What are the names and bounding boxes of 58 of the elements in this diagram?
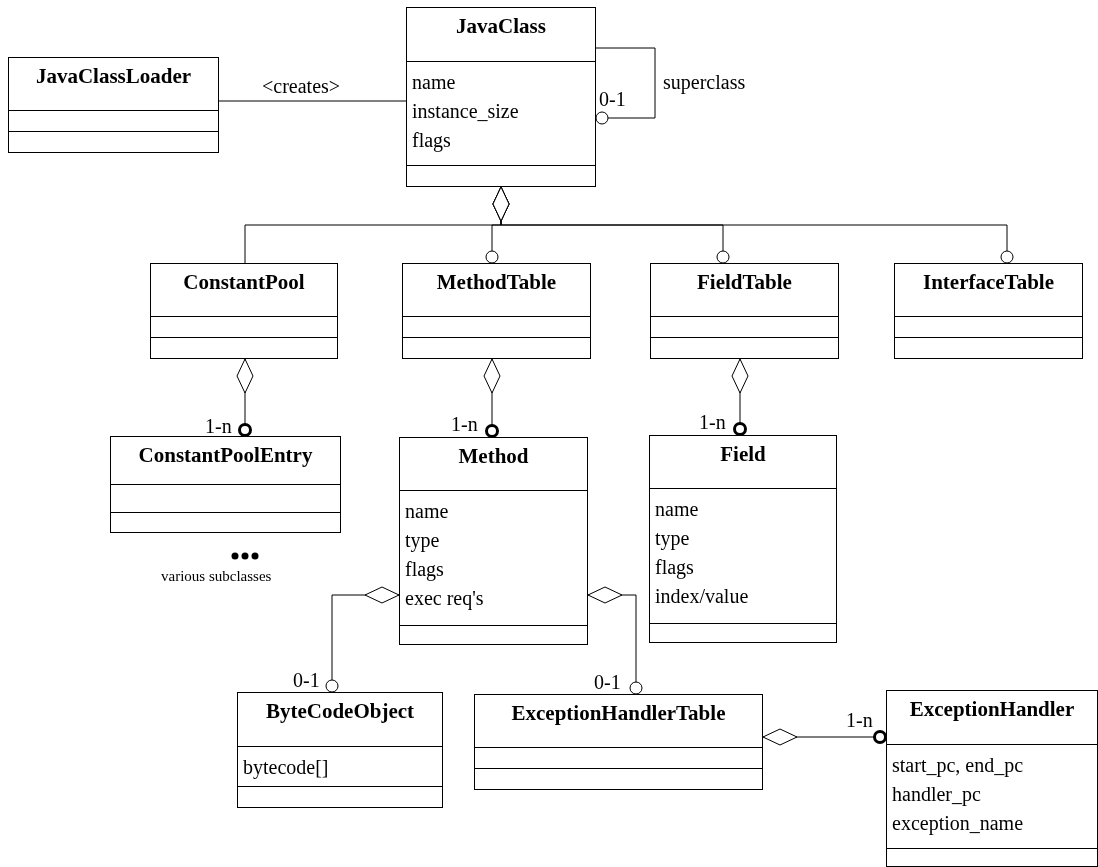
aggregation-line [731,358,749,436]
multiplicity-label: 1-n [846,710,873,730]
class-name: JavaClassLoader [35,64,192,89]
association-line [218,100,407,102]
attribute-text: type [405,528,440,554]
class-box [886,690,1098,867]
class-box [110,436,341,533]
attribute-text: flags [412,128,451,154]
attribute-text: name [655,497,699,522]
aggregation-line [587,586,643,695]
class-name: ByteCodeObject [265,699,415,724]
class-box [406,7,596,187]
aggregation-line [762,728,887,746]
class-box [894,263,1083,359]
class-name: ConstantPool [183,270,305,295]
attribute-text: instance_size [412,99,519,124]
class-box [150,263,338,359]
attribute-text: flags [405,557,444,583]
attribute-text: handler_pc [892,782,981,808]
attribute-text: bytecode[] [243,755,329,781]
attribute-text: type [655,526,690,552]
class-box [237,692,443,808]
attribute-text: name [405,499,449,524]
aggregation-line [483,358,501,438]
attribute-text: flags [655,555,694,581]
class-name: InterfaceTable [922,270,1054,295]
class-box [650,263,839,359]
multiplicity-label: 0-1 [594,672,621,692]
multiplicity-label: 0-1 [293,670,320,690]
class-name: JavaClass [456,14,546,39]
attribute-text: start_pc, end_pc [892,753,1024,779]
attribute-text: exception_name [892,811,1024,837]
class-box [399,437,588,645]
class-box [8,57,219,153]
attribute-text: exec req's [405,586,484,612]
class-name: ExceptionHandler [909,697,1075,722]
aggregation-line [325,586,400,693]
class-name: Field [720,442,766,467]
multiplicity-label: 1-n [205,416,232,436]
class-name: ConstantPoolEntry [138,443,313,468]
class-box [474,694,763,790]
class-box [649,435,837,643]
role-label: superclass [663,72,746,92]
class-name: FieldTable [697,270,792,295]
multiplicity-label: 1-n [699,412,726,432]
note-text: various subclasses [161,569,272,584]
attribute-text: index/value [655,584,749,609]
aggregation-line [492,186,1014,264]
class-name: ExceptionHandlerTable [511,701,726,726]
class-box [402,263,591,359]
class-name: Method [458,444,529,469]
aggregation-line [236,358,254,437]
multiplicity-label: 0-1 [599,89,626,109]
edge-label: <creates> [262,76,341,96]
attribute-text: name [412,70,456,95]
class-name: MethodTable [436,270,557,295]
multiplicity-label: 1-n [451,414,478,434]
aggregation-line [595,47,656,125]
